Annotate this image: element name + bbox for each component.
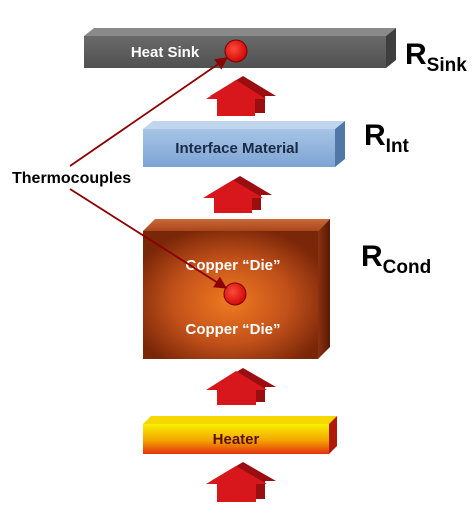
interface-top-face bbox=[143, 121, 345, 129]
leader-line-to-sink bbox=[69, 57, 229, 167]
heat-sink-side-face bbox=[386, 28, 396, 68]
heater-side-face bbox=[329, 416, 337, 454]
interface-label: Interface Material bbox=[175, 140, 298, 157]
r-cond-symbol: R bbox=[361, 240, 383, 273]
thermocouples-label: Thermocouples bbox=[12, 170, 131, 187]
heat-sink-top-face bbox=[84, 28, 396, 36]
heat-sink-label: Heat Sink bbox=[131, 44, 200, 61]
r-int-label: RInt bbox=[364, 119, 410, 157]
r-sink-label: RSink bbox=[405, 38, 467, 76]
r-cond-label: RCond bbox=[361, 240, 431, 278]
thermocouples-callout: Thermocouples bbox=[12, 57, 229, 289]
heater-label: Heater bbox=[213, 431, 260, 448]
leader-line-to-copper bbox=[69, 188, 228, 289]
thermocouple-dot-icon bbox=[223, 282, 247, 306]
heat-flow-arrow-icon bbox=[206, 462, 276, 502]
thermocouple-dot-icon bbox=[224, 39, 248, 63]
copper-side-face bbox=[318, 219, 330, 359]
interface-front-face bbox=[143, 129, 335, 167]
heat-flow-arrow-icon bbox=[203, 176, 272, 213]
copper-label-top: Copper “Die” bbox=[185, 257, 280, 274]
svg-text:RSink: RSink bbox=[405, 38, 467, 76]
svg-text:RInt: RInt bbox=[364, 119, 410, 157]
svg-text:RCond: RCond bbox=[361, 240, 431, 278]
heater-block: Heater bbox=[143, 416, 337, 454]
r-int-symbol: R bbox=[364, 119, 386, 152]
r-sink-subscript: Sink bbox=[427, 55, 468, 76]
heater-top-face bbox=[143, 416, 337, 424]
heat-sink-block: Heat Sink bbox=[84, 28, 396, 68]
interface-material-block: Interface Material bbox=[143, 121, 345, 167]
copper-die-block: Copper “Die” Copper “Die” bbox=[143, 219, 330, 359]
heat-flow-arrow-icon bbox=[206, 76, 276, 116]
r-sink-symbol: R bbox=[405, 38, 427, 71]
heater-front-face bbox=[143, 424, 329, 454]
copper-top-face bbox=[143, 219, 330, 231]
interface-side-face bbox=[335, 121, 345, 167]
heat-flow-arrow-icon bbox=[206, 368, 276, 405]
r-int-subscript: Int bbox=[386, 136, 410, 157]
r-cond-subscript: Cond bbox=[383, 257, 432, 278]
copper-label-bottom: Copper “Die” bbox=[185, 321, 280, 338]
